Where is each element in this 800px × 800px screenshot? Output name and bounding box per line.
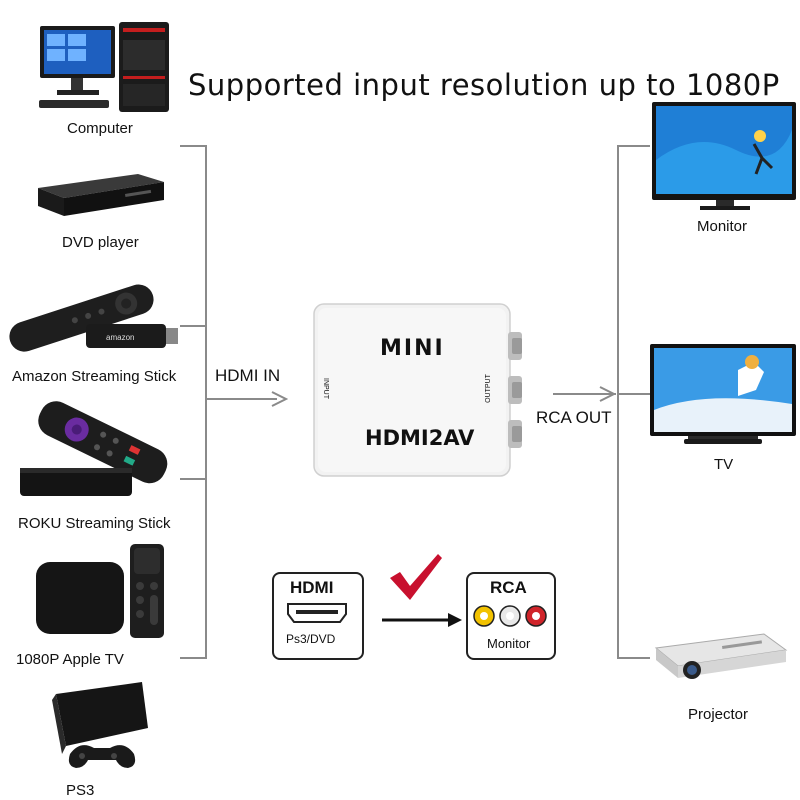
page-title: Supported input resolution up to 1080P — [188, 68, 780, 102]
rca-out-label: RCA OUT — [536, 408, 612, 427]
bracket-bottom-line — [180, 657, 207, 659]
amazon-stick-icon: amazon — [2, 278, 192, 360]
roku-stick-icon — [12, 400, 182, 500]
source-label-dvd: DVD player — [62, 234, 139, 251]
rca-out-arrow-line — [553, 393, 616, 395]
bracket-tick-roku — [180, 478, 207, 480]
bracket-right-vertical — [617, 145, 619, 659]
conversion-arrow — [382, 612, 464, 628]
converter-brand: MINI — [380, 336, 445, 361]
projector-icon — [652, 630, 792, 684]
monitor-icon — [650, 100, 800, 212]
converter-input-port-label: INPUT — [322, 378, 329, 399]
bracket-right-bottom — [617, 657, 650, 659]
source-label-computer: Computer — [67, 120, 133, 137]
dvd-player-icon — [30, 168, 168, 226]
hdmi-card-caption: Ps3/DVD — [286, 632, 336, 646]
source-label-apple-tv: 1080P Apple TV — [16, 651, 124, 668]
hdmi-port-icon — [286, 602, 348, 624]
ps3-icon — [44, 676, 154, 776]
svg-text:amazon: amazon — [106, 333, 134, 342]
bracket-right-top — [617, 145, 650, 147]
converter-device — [312, 302, 527, 480]
check-icon — [388, 552, 444, 602]
source-label-amazon: Amazon Streaming Stick — [12, 368, 177, 385]
hdmi-in-label: HDMI IN — [215, 366, 281, 385]
hdmi-card-title: HDMI — [290, 578, 334, 597]
bracket-left-vertical — [205, 145, 207, 659]
hdmi-in-arrow-line — [207, 398, 277, 400]
source-label-roku: ROKU Streaming Stick — [18, 515, 171, 532]
converter-output-port-label: OUTPUT — [484, 374, 492, 403]
source-label-ps3: PS3 — [66, 782, 95, 799]
apple-tv-icon — [34, 542, 170, 638]
bracket-top-line — [180, 145, 207, 147]
bracket-tick-amazon — [180, 325, 207, 327]
rca-jacks-icon — [472, 604, 548, 628]
rca-card-title: RCA — [490, 578, 527, 597]
rca-out-arrow-head — [598, 386, 616, 402]
output-label-monitor: Monitor — [697, 218, 748, 235]
hdmi-in-arrow-head — [270, 391, 288, 407]
output-label-tv: TV — [714, 456, 734, 473]
output-label-projector: Projector — [688, 706, 749, 723]
bracket-right-mid — [617, 393, 650, 395]
tv-icon — [648, 340, 798, 448]
converter-model: HDMI2AV — [365, 426, 475, 450]
computer-icon — [35, 18, 175, 116]
rca-card-caption: Monitor — [487, 636, 531, 651]
